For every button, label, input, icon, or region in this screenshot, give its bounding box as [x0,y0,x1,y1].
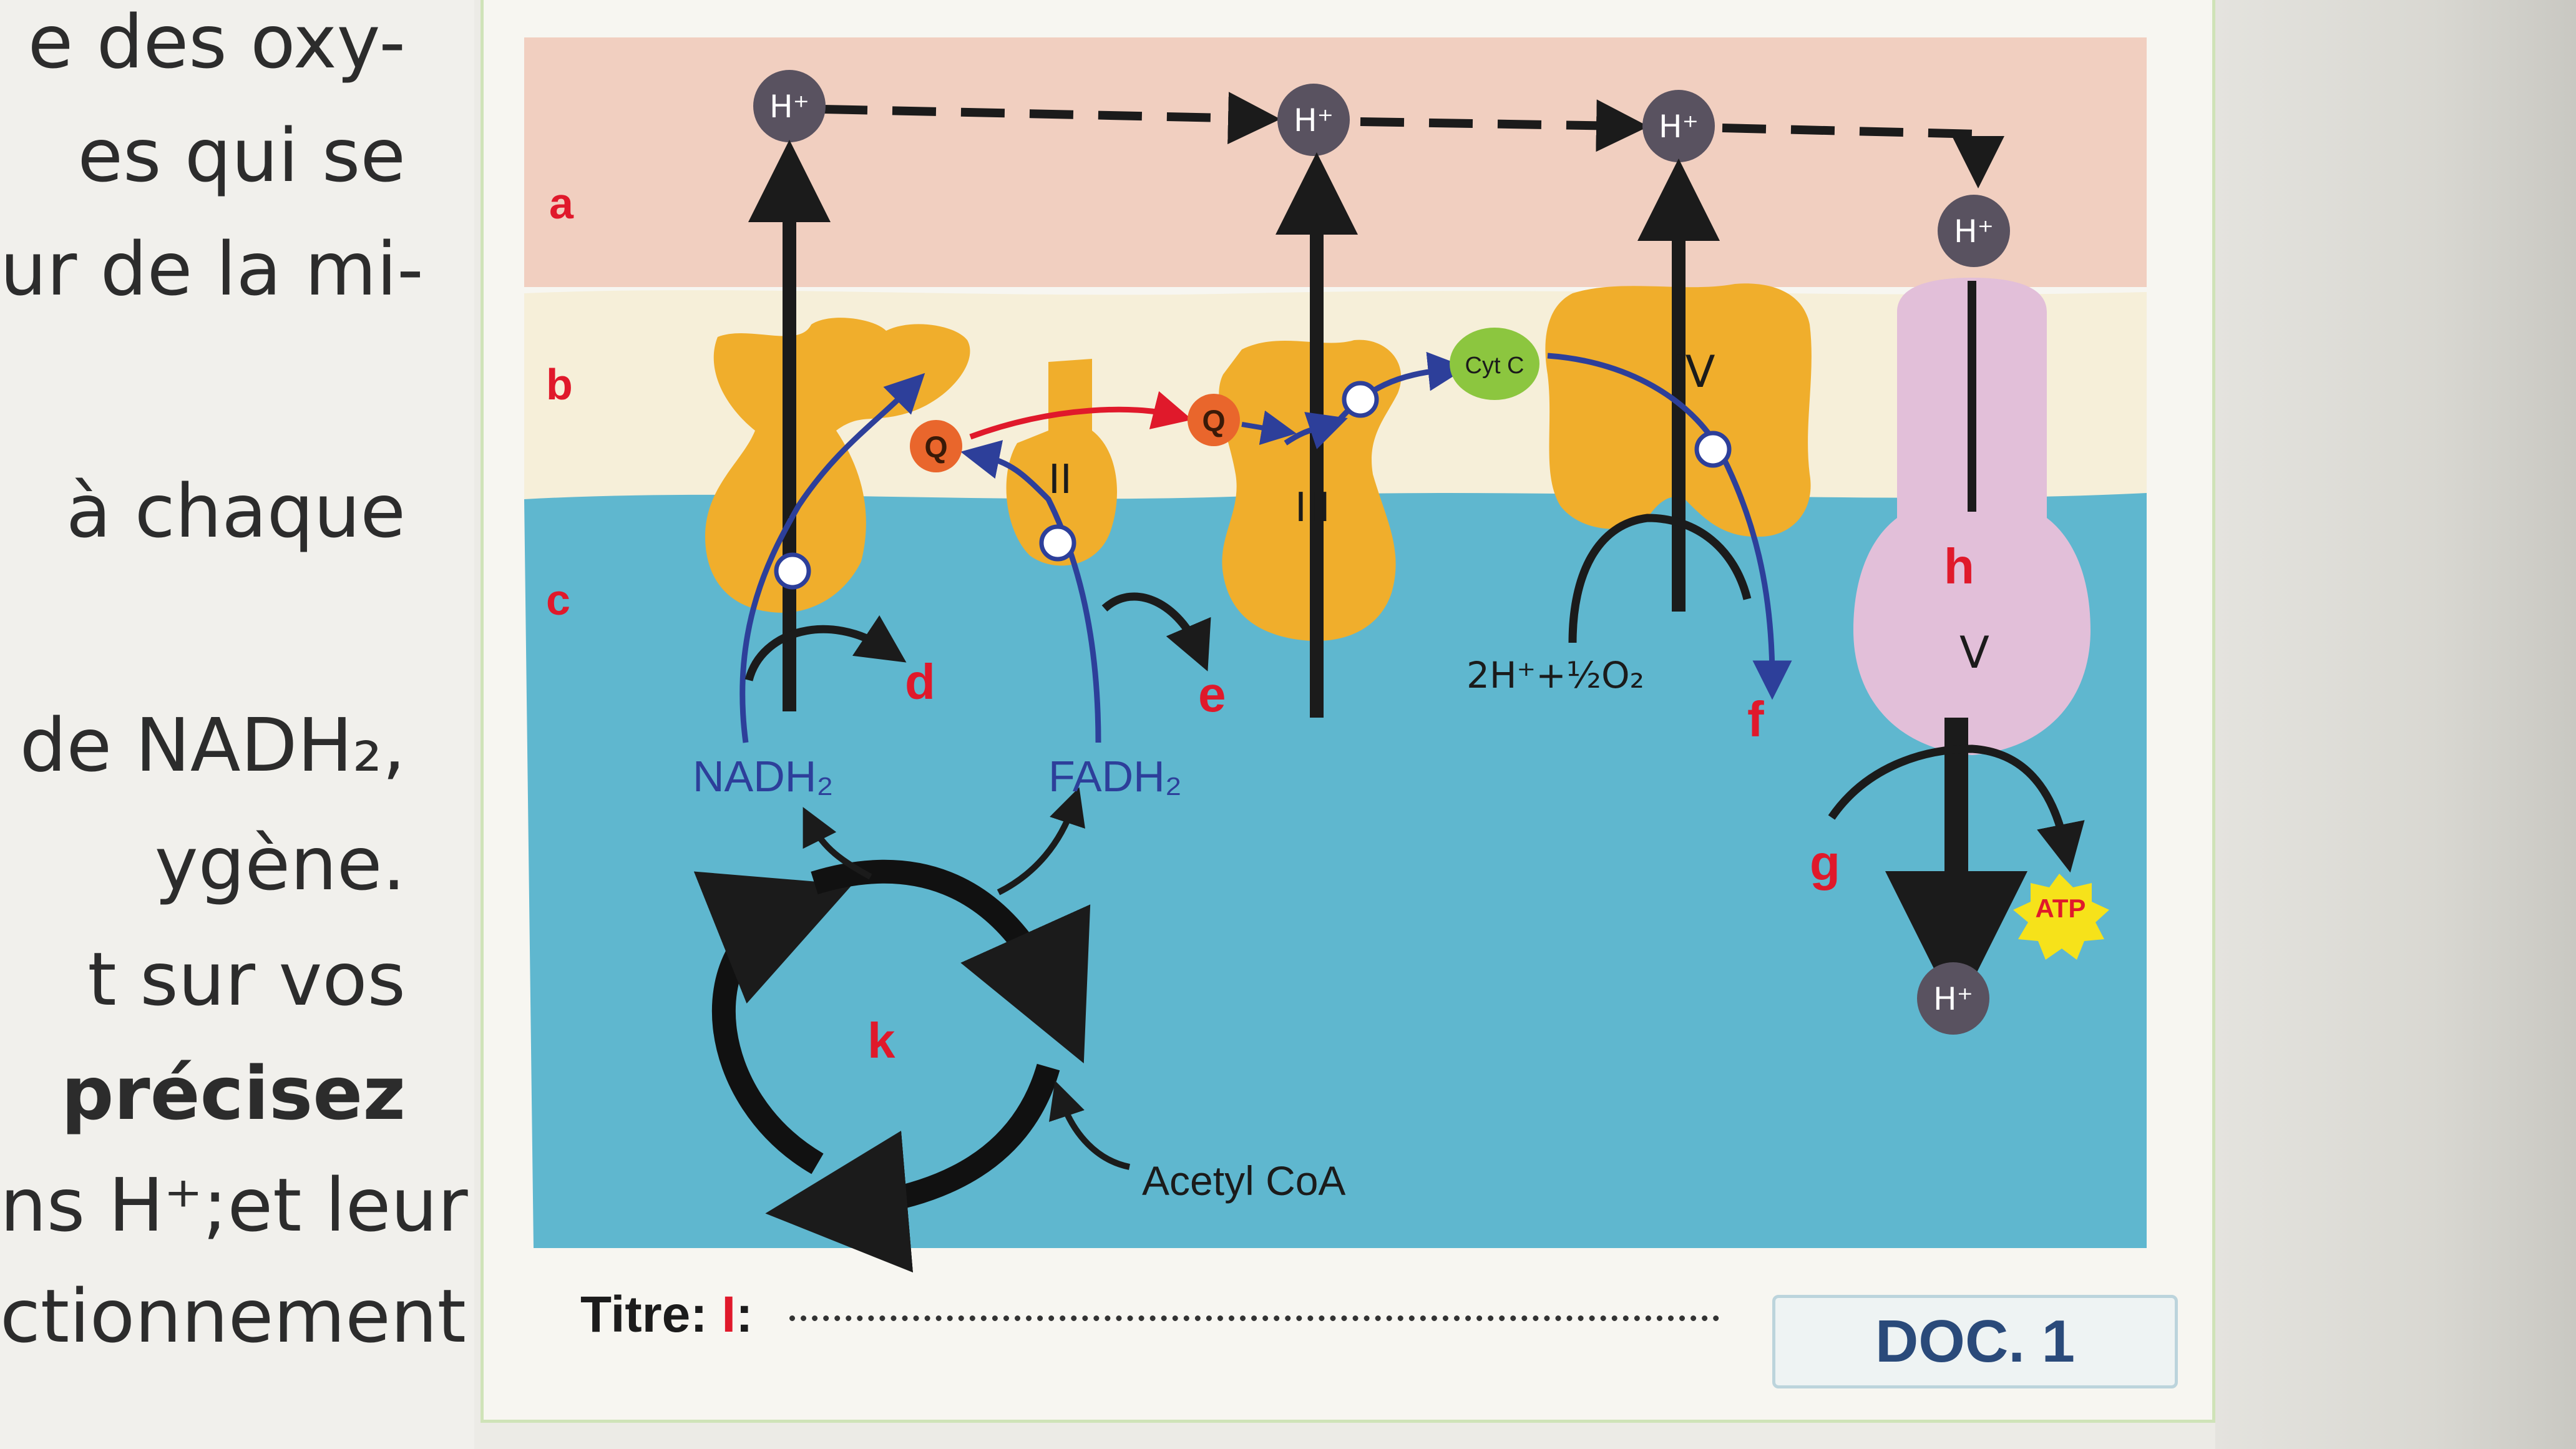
title-blank-line [789,1309,1719,1321]
reaction-arrow-d [744,615,907,681]
complex-label-iv: IV [1672,346,1715,398]
region-label-a: a [549,179,574,228]
proton-path-arrow [823,92,1281,145]
proton-icon: H⁺ [1642,90,1715,162]
text-line: t sur vos [87,936,406,1022]
svg-text:Q: Q [924,431,947,464]
title-roman: I [721,1286,736,1343]
text-line: ctionnement [0,1273,466,1359]
oxygen-label: 2H⁺+½O₂ [1466,654,1644,696]
proton-icon: H⁺ [1938,195,2010,267]
label-d: d [905,654,935,710]
acetyl-coa-label: Acetyl CoA [1142,1158,1345,1204]
electron-carrier [1342,381,1379,418]
quinone-transfer-arrow [969,391,1193,440]
krebs-cycle-arrow [811,859,1091,1063]
svg-text:Cyt C: Cyt C [1465,353,1525,379]
text-line: es qui se [77,112,406,198]
electron-flow-arrow [739,373,925,743]
electron-carrier [1694,431,1732,468]
complex-label-ii: II [1048,457,1072,503]
acetyl-input-arrow [1049,1080,1131,1170]
electron-flow-arrow [1241,410,1297,446]
region-label-b: b [546,360,573,409]
svg-text:H⁺: H⁺ [769,89,809,125]
proton-path-arrow [1360,99,1649,152]
electron-carrier [774,552,811,590]
atp-icon: ATP [2013,874,2109,960]
fadh-label: FADH₂ [1048,752,1182,801]
atp-synthase [1853,278,2091,755]
svg-text:H⁺: H⁺ [1954,213,1994,250]
proton-icon: H⁺ [753,70,826,142]
proton-icon: H⁺ [1277,84,1350,156]
svg-text:H⁺: H⁺ [1294,102,1334,139]
label-h: h [1944,539,1974,594]
text-line: e des oxy- [27,0,406,85]
text-line: ns H⁺;et leur [0,1162,468,1248]
label-g: g [1810,835,1840,890]
doc-badge: DOC. 1 [1772,1295,2178,1388]
svg-text:H⁺: H⁺ [1659,109,1699,145]
atp-synthesis-arrow [1828,744,2085,873]
fadh-output-arrow [997,787,1085,895]
complex-label-iii: III [1295,485,1330,531]
title-prompt: Titre: I: [580,1286,753,1343]
proton-path-arrow [1722,124,2004,188]
complex-label-v: V [1959,627,1989,678]
text-line: ygène. [154,821,406,907]
text-line: ur de la mi- [0,226,424,312]
svg-text:H⁺: H⁺ [1933,981,1973,1017]
complex-label-i: I [781,482,793,528]
krebs-cycle-arrow [765,1063,1060,1273]
label-k: k [867,1013,895,1068]
proton-icon: H⁺ [1917,962,1989,1035]
region-label-c: c [546,575,570,624]
nadh-label: NADH₂ [693,752,834,801]
text-line: de NADH₂, [19,702,406,788]
intermembrane-space [524,37,2147,287]
cytochrome-c-icon: Cyt C [1450,328,1539,400]
svg-text:Q: Q [1202,405,1225,438]
reaction-arrow-e [1101,592,1211,671]
nadh-output-arrow [803,807,872,880]
quinone-icon: Q [1188,394,1240,446]
page-edge [2215,0,2576,1449]
left-page-text: e des oxy- es qui se ur de la mi- à chaq… [0,0,474,1449]
label-e: e [1198,666,1226,722]
text-line: précisez [61,1050,406,1136]
text-line: à chaque [66,468,406,554]
svg-text:ATP: ATP [2036,894,2086,923]
oxygen-reaction-arrow [1568,514,1752,643]
mitochondrial-matrix [524,493,2147,1248]
quinone-icon: Q [910,420,962,472]
label-f: f [1747,691,1764,747]
electron-carrier [1039,524,1076,562]
